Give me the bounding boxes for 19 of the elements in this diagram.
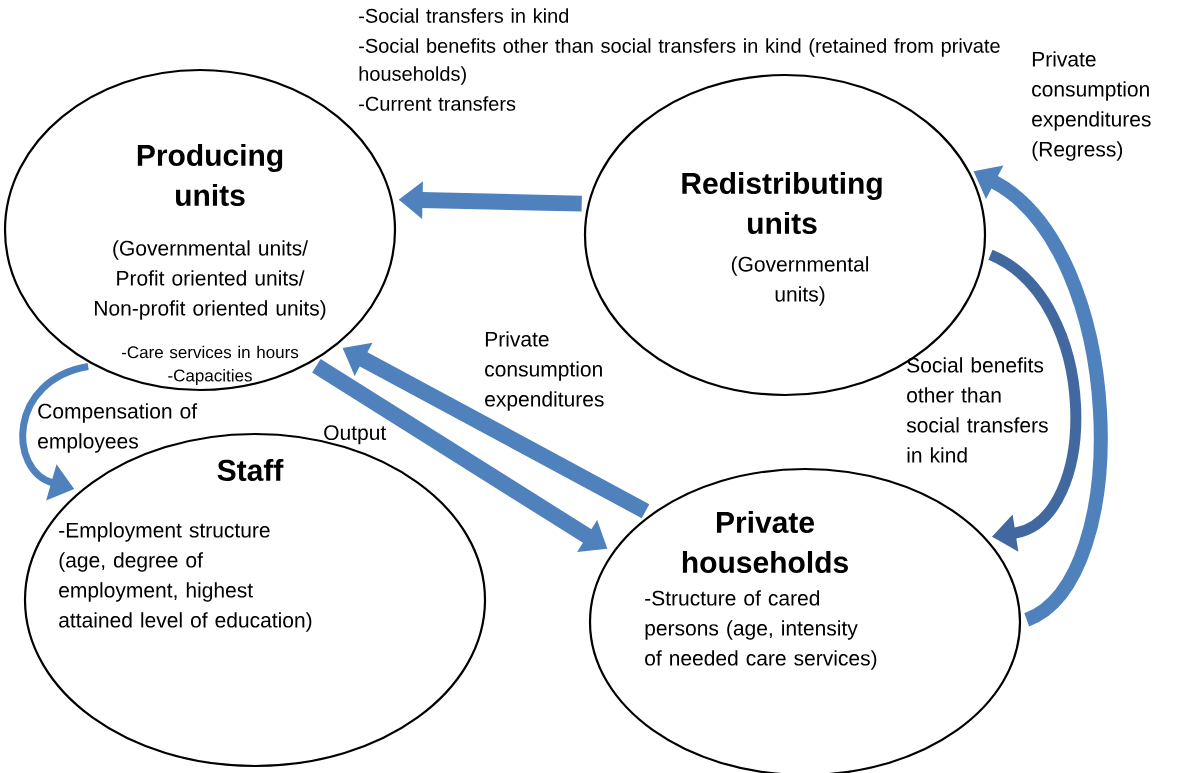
node-heading: Producing units — [137, 144, 283, 206]
node-heading: Staff — [217, 459, 284, 481]
node-heading: Redistributing units — [682, 172, 882, 234]
flow-note: -Current transfers — [359, 96, 516, 111]
node-text: -Care services in hours — [121, 345, 299, 359]
edge-label: Social benefits other than social transfers in kind — [906, 357, 1048, 463]
block-arrow — [987, 250, 1082, 552]
edge-label: Compensation of employees — [38, 403, 198, 453]
flow-note: -Social transfers in kind — [359, 8, 569, 23]
flow-note: -Social benefits other than social transfers in kind (retained from private households) — [359, 38, 1000, 85]
edge-label: Output — [324, 425, 387, 445]
node-text: -Capacities — [168, 369, 252, 385]
node-text: -Structure of cared persons (age, intensity of needed care services) — [645, 590, 877, 670]
node-heading: Private households — [682, 511, 848, 573]
node-text: (Governmental units/ Profit oriented units/ Non-profit oriented units) — [95, 240, 326, 320]
edge-label: Private consumption expenditures (Regress) — [1032, 51, 1151, 161]
node-text: -Employment structure (age, degree of employment, highest attained level of education) — [59, 522, 312, 632]
edge-label: Private consumption expenditures — [485, 331, 604, 411]
node-text: (Governmental units) — [731, 256, 869, 306]
